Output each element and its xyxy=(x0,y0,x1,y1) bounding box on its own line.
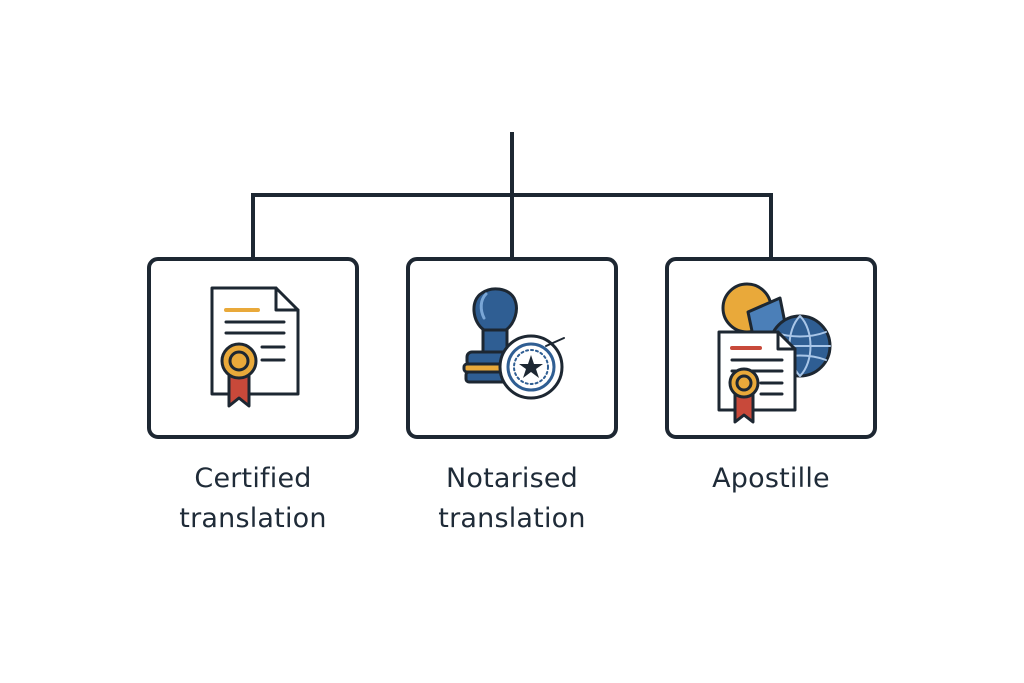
notary-stamp-icon xyxy=(462,287,565,400)
label-line: translation xyxy=(179,503,327,534)
certificate-icon xyxy=(210,286,300,408)
label-line: Certified xyxy=(194,463,312,494)
label-line: Notarised xyxy=(445,463,579,494)
label-certified-translation: Certified translation xyxy=(133,459,373,539)
label-line: Apostille xyxy=(712,463,830,494)
label-notarised-translation: Notarised translation xyxy=(392,459,632,539)
connector-lines xyxy=(251,132,773,261)
apostille-globe-icon xyxy=(717,282,832,424)
label-apostille: Apostille xyxy=(651,459,891,499)
label-line: translation xyxy=(438,503,586,534)
